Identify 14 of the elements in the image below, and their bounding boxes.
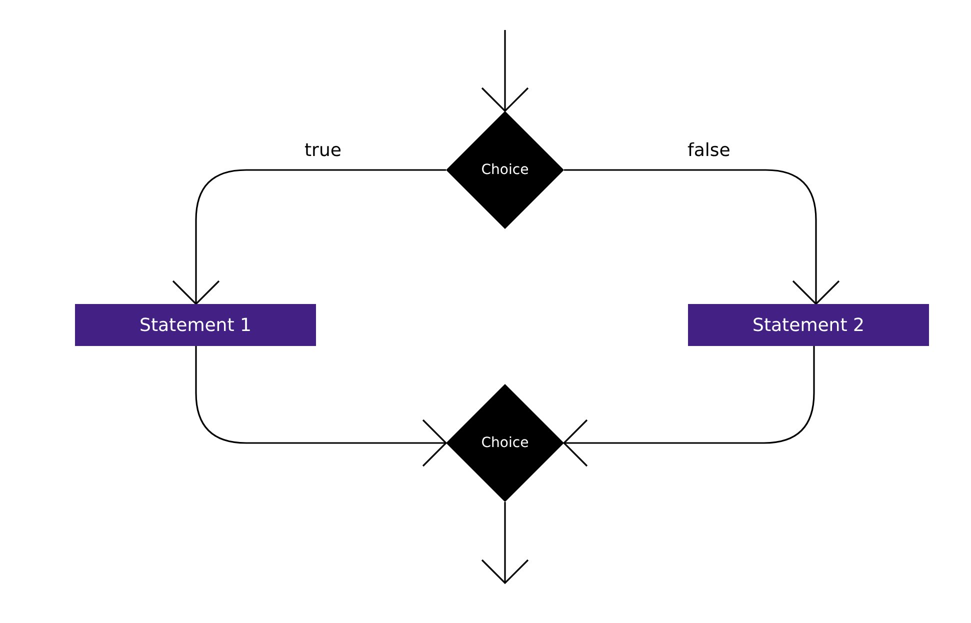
decision-diamond — [446, 384, 564, 502]
statement-label: Statement 1 — [140, 314, 252, 336]
arrow — [563, 346, 815, 467]
process-box — [75, 304, 316, 346]
arrow — [172, 169, 446, 305]
decision-diamond — [446, 111, 564, 229]
statement-label: Statement 2 — [752, 314, 864, 336]
arrow — [481, 502, 529, 584]
decision-label: Choice — [481, 435, 529, 451]
decision-label: Choice — [481, 162, 529, 178]
arrow — [564, 169, 840, 305]
arrow — [195, 346, 447, 467]
process-box — [688, 304, 929, 346]
arrow — [481, 30, 529, 112]
